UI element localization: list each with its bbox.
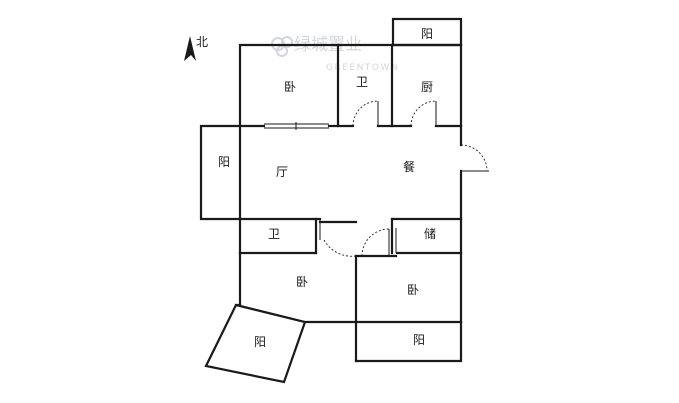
label-dining: 餐 bbox=[403, 159, 415, 174]
door-right bbox=[460, 144, 488, 172]
walls-top bbox=[238, 17, 463, 130]
walls-living bbox=[199, 124, 489, 224]
walls-lower bbox=[204, 217, 463, 384]
label-living: 厅 bbox=[276, 165, 288, 179]
label-bedroom-top: 卧 bbox=[284, 80, 296, 94]
greentown-logo-icon bbox=[271, 36, 293, 57]
door-bedroom-right bbox=[361, 228, 390, 257]
label-bedroom-right: 卧 bbox=[407, 283, 419, 297]
label-bath-mid: 卫 bbox=[268, 227, 280, 241]
north-arrow-icon bbox=[184, 36, 196, 61]
door-bath-top bbox=[352, 100, 379, 127]
doors bbox=[323, 100, 488, 257]
watermark: 绿城置业 GREENTOWN bbox=[271, 35, 399, 73]
label-storage: 储 bbox=[424, 226, 436, 241]
door-kitchen bbox=[410, 100, 437, 127]
watermark-sub: GREENTOWN bbox=[326, 63, 399, 73]
label-balcony-left: 阳 bbox=[218, 155, 230, 169]
door-bedroom-left bbox=[323, 239, 357, 257]
label-balcony-top: 阳 bbox=[421, 27, 433, 41]
room-labels: 阳 卧 卫 厨 阳 厅 餐 卫 储 卧 卧 阳 阳 bbox=[218, 27, 436, 349]
label-balcony-bottom-left: 阳 bbox=[254, 335, 266, 349]
label-bath-top: 卫 bbox=[356, 75, 368, 89]
compass-label: 北 bbox=[196, 35, 208, 49]
label-kitchen: 厨 bbox=[421, 80, 433, 94]
label-balcony-bottom-right: 阳 bbox=[413, 333, 425, 347]
compass: 北 bbox=[184, 35, 208, 61]
label-bedroom-left: 卧 bbox=[296, 275, 308, 289]
